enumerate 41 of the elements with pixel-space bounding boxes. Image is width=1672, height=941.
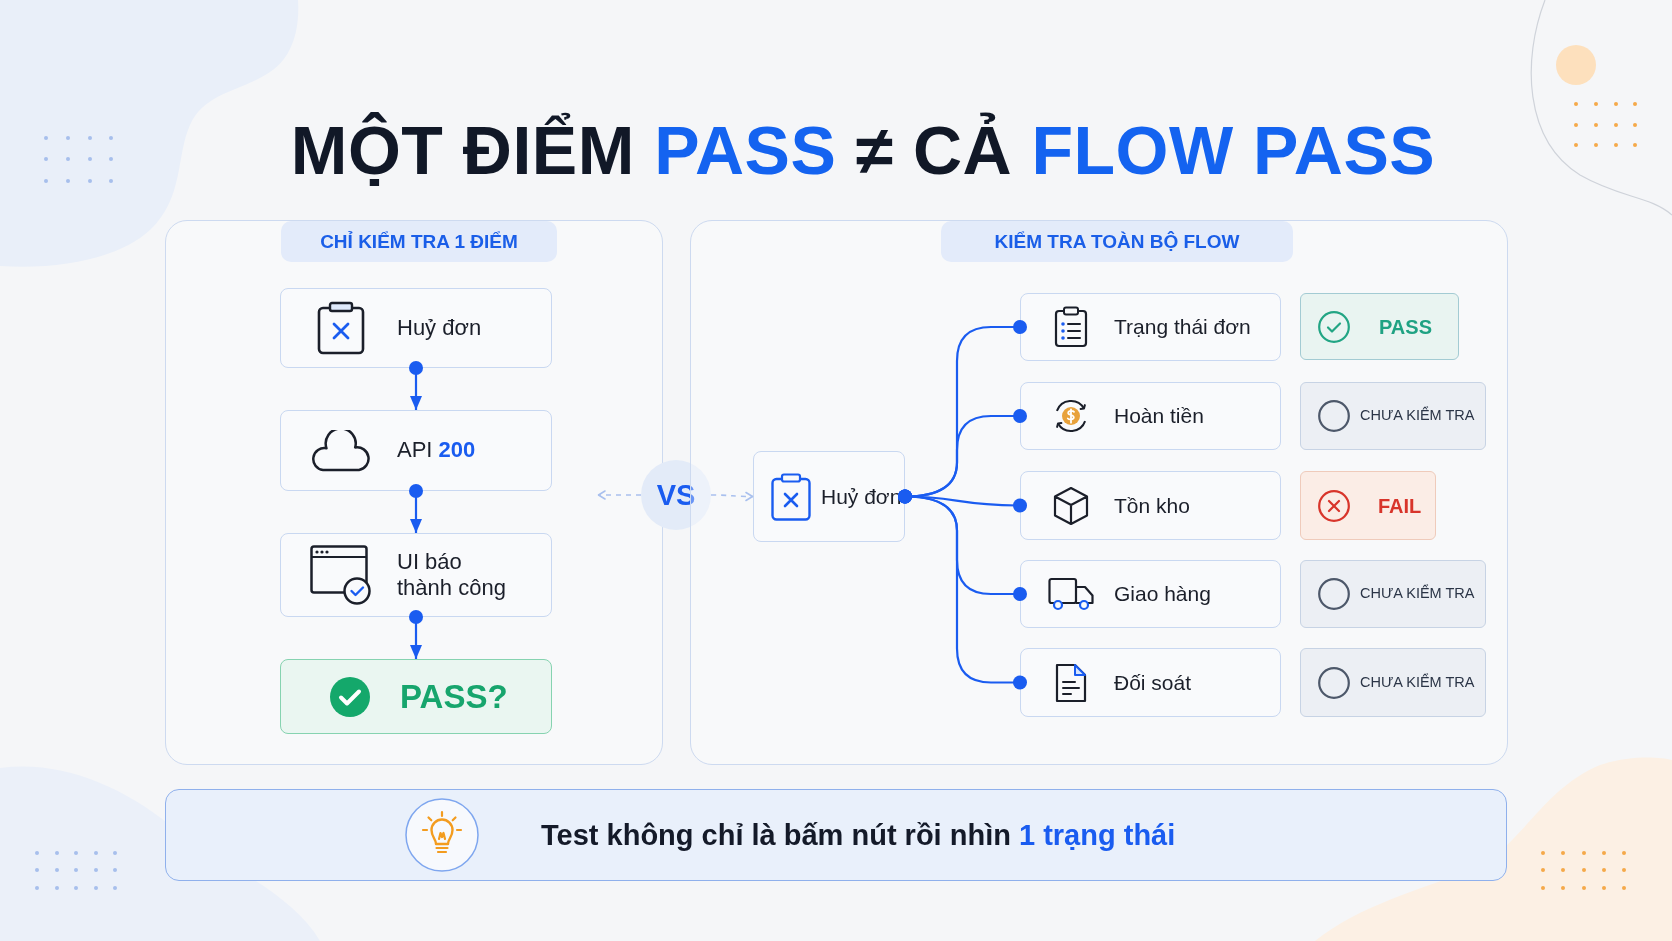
- status-label: FAIL: [1378, 493, 1422, 518]
- arrow: [409, 484, 423, 533]
- step-label: Tồn kho: [1114, 492, 1190, 519]
- status-label: CHƯA KIỂM TRA: [1360, 585, 1475, 603]
- dashed-arrow: [710, 491, 754, 502]
- status-badge: [1300, 560, 1486, 628]
- process-box: [1020, 471, 1281, 540]
- note-banner: [165, 789, 1507, 881]
- arrow: [409, 610, 423, 659]
- process-box: [280, 288, 552, 368]
- process-box: [1020, 382, 1281, 450]
- step-label: Huỷ đơn: [397, 314, 482, 342]
- step-label: UI báo thành công: [397, 548, 507, 602]
- step-label: API 200: [397, 437, 476, 464]
- step-label: Hoàn tiền: [1114, 403, 1204, 429]
- step-label: Giao hàng: [1114, 581, 1211, 607]
- status-label: PASS: [1379, 314, 1432, 339]
- title-heading: MỘT ĐIỂM PASS ≠ CẢ FLOW PASS: [290, 111, 1436, 190]
- status-label: CHƯA KIỂM TRA: [1360, 673, 1475, 692]
- result-box: [280, 659, 552, 734]
- status-badge: [1300, 471, 1436, 540]
- process-box: [280, 533, 552, 617]
- status-label: CHƯA KIỂM TRA: [1360, 407, 1475, 425]
- panel-heading: KIỂM TRA TOÀN BỘ FLOW: [941, 221, 1293, 262]
- status-badge: [1300, 382, 1486, 450]
- process-box: [1020, 293, 1281, 361]
- connector-line: [898, 489, 1027, 690]
- vs-label: VS: [656, 477, 696, 513]
- result-label: PASS?: [400, 676, 508, 717]
- arrow: [409, 361, 423, 410]
- note-text: Test không chỉ là bấm nút rồi nhìn 1 trạng thái: [541, 817, 1176, 853]
- status-badge: [1300, 293, 1459, 360]
- dashed-arrow: [597, 490, 642, 500]
- process-box: [1020, 648, 1281, 717]
- status-badge: [1300, 648, 1486, 717]
- step-label: Trạng thái đơn: [1114, 314, 1251, 340]
- process-box: [753, 451, 905, 542]
- panel-heading: CHỈ KIỂM TRA 1 ĐIỂM: [281, 221, 557, 262]
- process-box: [1020, 560, 1281, 628]
- process-box: [280, 410, 552, 491]
- step-label: Đối soát: [1114, 669, 1192, 696]
